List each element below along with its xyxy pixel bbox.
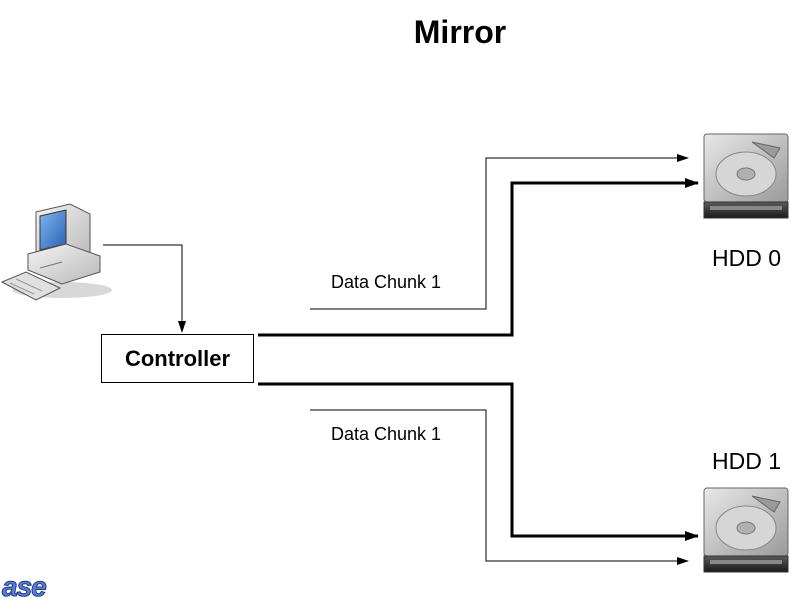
data-chunk-label-top: Data Chunk 1 <box>331 272 442 292</box>
hdd1-label: HDD 1 <box>712 448 782 474</box>
chunk-path-thin-hdd0 <box>310 154 689 310</box>
hdd0-label: HDD 0 <box>712 245 782 271</box>
controller-label: Controller <box>124 345 231 371</box>
diagram-title: Mirror <box>413 14 507 50</box>
chunk-path-thick-hdd1 <box>258 382 699 541</box>
chunk-path-thick-hdd0 <box>258 178 699 337</box>
pc-to-controller-arrow <box>103 244 186 333</box>
ase-logo: ase <box>2 571 48 600</box>
computer-icon <box>0 203 112 301</box>
data-chunk-label-bottom: Data Chunk 1 <box>331 424 442 444</box>
hard-drive-icon <box>703 133 789 219</box>
controller-box: Controller <box>101 334 254 383</box>
svg-text:ase: ase <box>2 571 46 600</box>
hard-drive-icon <box>703 487 789 573</box>
chunk-path-thin-hdd1 <box>310 409 689 565</box>
